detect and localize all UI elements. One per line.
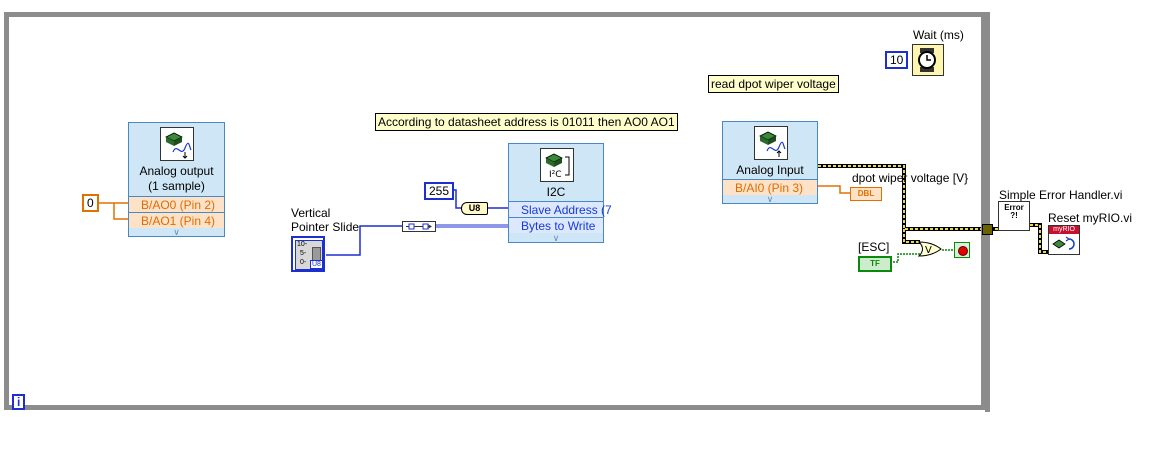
analog-output-vi[interactable]: Analog output (1 sample) B/AO0 (Pin 2) B…: [128, 122, 225, 237]
u8-conversion[interactable]: U8: [461, 202, 488, 215]
esc-control[interactable]: TF: [858, 256, 892, 272]
build-array-node[interactable]: [402, 221, 436, 232]
watch-icon: [918, 48, 936, 72]
analog-output-title-2: (1 sample): [148, 179, 205, 193]
analog-input-title: Analog Input: [736, 163, 804, 177]
indicator-label: dpot wiper voltage [V}: [852, 171, 969, 185]
error-handler-label: Simple Error Handler.vi: [999, 188, 1123, 202]
zero-constant[interactable]: 0: [82, 194, 99, 212]
analog-input-terminal-ai0[interactable]: B/AI0 (Pin 3): [723, 179, 817, 195]
comment-datasheet: According to datasheet address is 01011 …: [375, 113, 678, 131]
slider-tick-mid: 5-: [300, 250, 307, 257]
dbl-indicator[interactable]: DBL: [850, 187, 882, 201]
svg-text:V: V: [925, 245, 932, 256]
while-loop-border: [4, 12, 986, 410]
svg-text:I²C: I²C: [549, 170, 562, 180]
loop-tunnel: [982, 224, 993, 235]
while-loop-right-edge: [985, 12, 990, 412]
i2c-vi[interactable]: I²C I2C Slave Address (7 Bytes to Write …: [508, 143, 612, 243]
iteration-terminal: i: [12, 394, 26, 410]
esc-label: [ESC]: [858, 240, 890, 254]
slider-tick-top: 10-: [297, 241, 308, 248]
expand-chevron-icon[interactable]: ∨: [552, 233, 560, 243]
myrio-badge: myRIO: [1049, 226, 1079, 234]
stop-icon: [958, 246, 968, 256]
slider-label-2: Pointer Slide: [291, 220, 360, 234]
i2c-terminal-slave-address[interactable]: Slave Address (7: [509, 201, 612, 217]
slider-tick-bottom: 0-: [300, 259, 307, 266]
i2c-terminal-bytes-to-write[interactable]: Bytes to Write: [509, 217, 603, 233]
reset-icon: [1052, 236, 1075, 250]
analog-output-terminal-ao0[interactable]: B/AO0 (Pin 2): [129, 196, 224, 212]
or-function[interactable]: V: [917, 241, 942, 257]
wait-constant[interactable]: 10: [885, 51, 909, 69]
error-bubble-icon: Error ?!: [1004, 203, 1024, 220]
reset-myrio-vi[interactable]: myRIO: [1048, 225, 1080, 255]
slider-label-1: Vertical: [291, 206, 331, 220]
expand-chevron-icon[interactable]: ∨: [766, 194, 774, 204]
slider-type: U8: [310, 260, 323, 269]
analog-output-icon: [160, 127, 194, 161]
error-handler-vi[interactable]: Error ?!: [998, 201, 1030, 231]
i2c-icon: I²C: [540, 148, 574, 182]
analog-input-icon: [754, 126, 788, 160]
analog-output-title-1: Analog output: [139, 164, 214, 178]
i2c-title: I2C: [546, 185, 566, 199]
expand-chevron-icon[interactable]: ∨: [173, 227, 180, 237]
analog-output-terminal-ao1[interactable]: B/AO1 (Pin 4): [129, 212, 224, 228]
comment-read-wiper: read dpot wiper voltage: [708, 75, 839, 93]
wait-function[interactable]: [912, 44, 944, 76]
wait-label: Wait (ms): [913, 28, 964, 42]
stop-terminal[interactable]: [954, 242, 970, 258]
address-constant[interactable]: 255: [424, 182, 455, 200]
reset-label: Reset myRIO.vi: [1048, 211, 1133, 225]
vertical-pointer-slide[interactable]: 10- 5- 0- U8: [291, 236, 325, 272]
analog-input-vi[interactable]: Analog Input B/AI0 (Pin 3) ∨: [722, 121, 818, 204]
